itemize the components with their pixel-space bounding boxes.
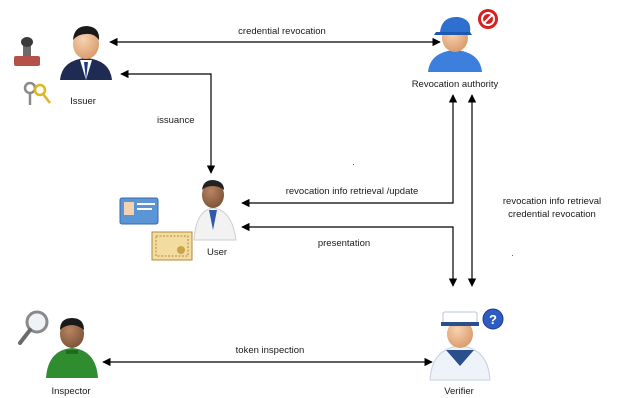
arrows [102,37,477,367]
certificate-icon [151,231,193,261]
verifier-figure [429,311,491,381]
speck-dot [353,164,354,165]
presentation-arrow [241,222,458,287]
stamp-icon [14,37,40,66]
issuer-figure [60,26,112,80]
issuance-label: issuance [157,115,195,126]
credential-revocation-label: credential revocation [238,26,326,37]
verifier-label: Verifier [444,386,474,397]
speck-dot [512,255,513,256]
inspector-label: Inspector [51,386,91,397]
revocation-authority-figure [428,16,482,72]
keys-icon [23,81,51,105]
stop-icon [478,9,498,29]
verifier-edge-label-1: revocation info retrieval [502,196,602,207]
token-inspection-label: token inspection [235,345,305,356]
revocation-info-update-arrow [241,94,458,208]
revocation-info-update-label: revocation info retrieval /update [285,186,419,197]
revocation-authority-label: Revocation authority [411,79,499,90]
inspector-figure [46,318,98,378]
help-icon: ? [482,308,504,330]
user-figure [193,180,237,241]
magnifier-icon [18,310,49,345]
user-label: User [206,247,228,258]
issuance-arrow [120,69,216,174]
presentation-label: presentation [317,238,371,249]
id-card-icon [119,197,159,225]
svg-text:?: ? [489,312,497,327]
verifier-edge-label-2: credential revocation [508,209,596,220]
issuer-label: Issuer [70,96,96,107]
